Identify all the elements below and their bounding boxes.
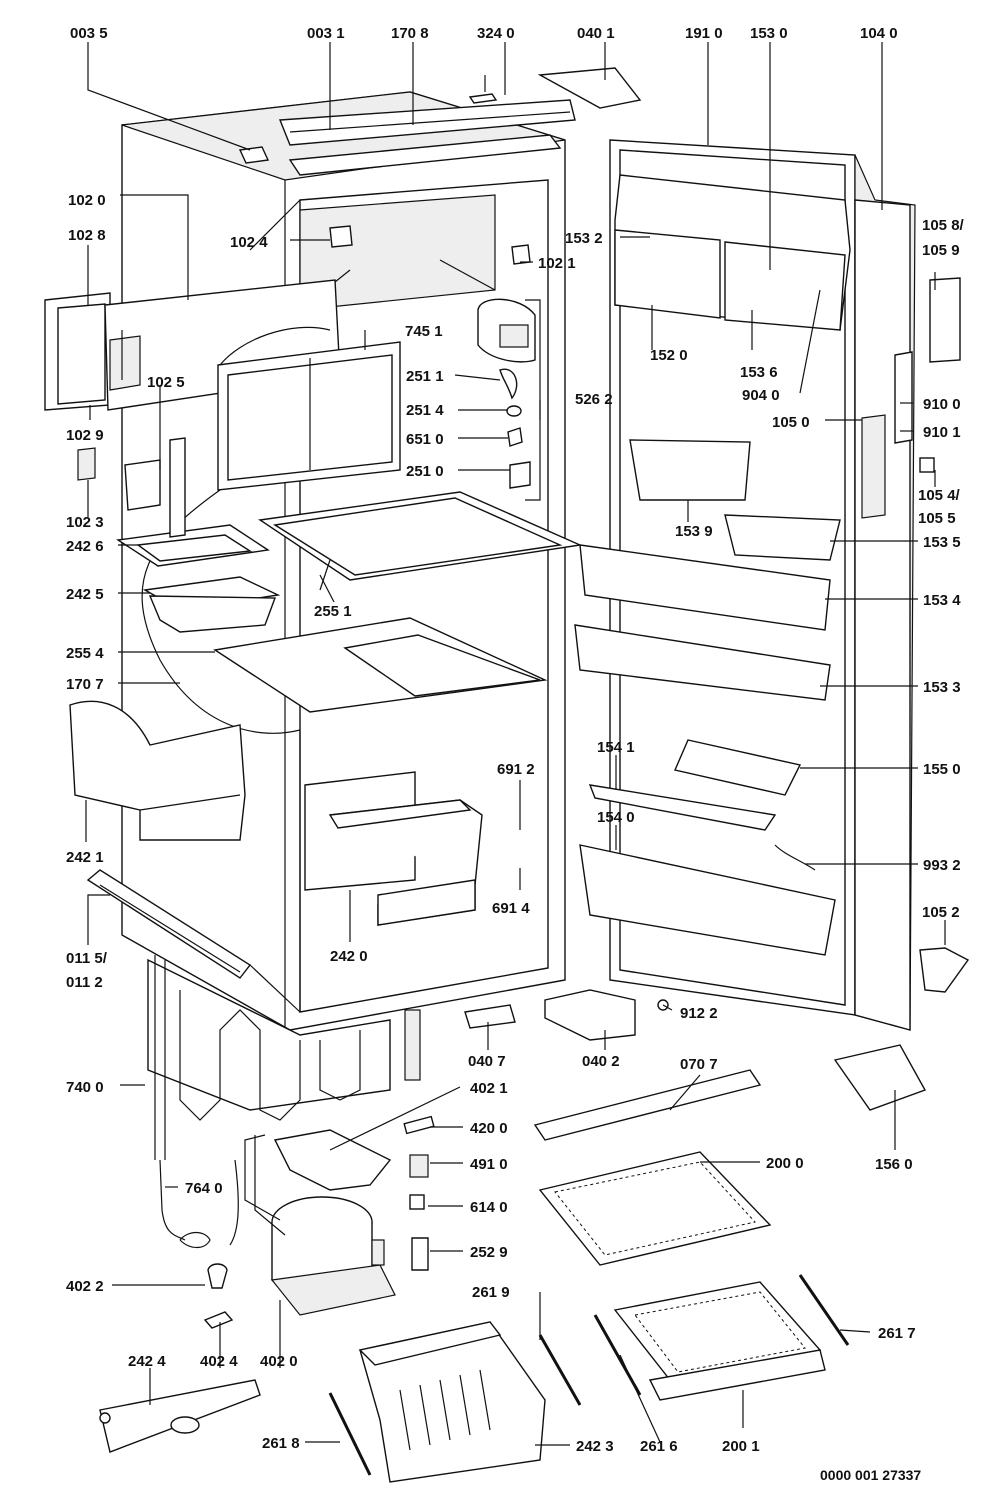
part-label: 105 0	[772, 414, 810, 431]
part-label: 242 0	[330, 948, 368, 965]
part-label: 105 5	[918, 510, 956, 527]
part-label: 251 4	[406, 402, 444, 419]
part-label: 491 0	[470, 1156, 508, 1173]
diagram-reference-number: 0000 001 27337	[820, 1467, 921, 1483]
part-label: 261 8	[262, 1435, 300, 1452]
part-label: 242 1	[66, 849, 104, 866]
compressor-assembly	[159, 1115, 435, 1329]
part-label: 170 7	[66, 676, 104, 693]
part-label: 040 2	[582, 1053, 620, 1070]
part-label: 614 0	[470, 1199, 508, 1216]
part-label: 105 9	[922, 242, 960, 259]
part-label: 102 4	[230, 234, 268, 251]
part-label: 526 2	[575, 391, 613, 408]
part-label: 740 0	[66, 1079, 104, 1096]
part-label: 070 7	[680, 1056, 718, 1073]
part-label: 156 0	[875, 1156, 913, 1173]
part-label: 910 0	[923, 396, 961, 413]
part-label: 251 0	[406, 463, 444, 480]
part-label: 402 0	[260, 1353, 298, 1370]
part-label: 252 9	[470, 1244, 508, 1261]
part-label: 153 2	[565, 230, 603, 247]
door-bins	[464, 67, 927, 1111]
part-label: 153 5	[923, 534, 961, 551]
part-label: 200 1	[722, 1438, 760, 1455]
part-label: 040 7	[468, 1053, 506, 1070]
part-label: 155 0	[923, 761, 961, 778]
part-label: 152 0	[650, 347, 688, 364]
part-labels: 003 5 003 1 170 8 324 0 040 1 191 0 153 …	[66, 25, 965, 1483]
part-label: 261 9	[472, 1284, 510, 1301]
part-label: 242 6	[66, 538, 104, 555]
part-label: 402 1	[470, 1080, 508, 1097]
part-label: 154 1	[597, 739, 635, 756]
part-label: 904 0	[742, 387, 780, 404]
crisper-bins	[69, 700, 483, 926]
part-label: 191 0	[685, 25, 723, 42]
thermostat-components	[329, 225, 541, 501]
part-label: 402 2	[66, 1278, 104, 1295]
bottom-drawers-and-rails	[99, 1069, 850, 1483]
part-label: 910 1	[923, 424, 961, 441]
part-label: 003 1	[307, 25, 345, 42]
part-label: 261 6	[640, 1438, 678, 1455]
part-label: 003 5	[70, 25, 108, 42]
part-label: 102 0	[68, 192, 106, 209]
part-label: 154 0	[597, 809, 635, 826]
cabinet-shelves	[77, 437, 583, 713]
part-label: 102 1	[538, 255, 576, 272]
part-label: 105 2	[922, 904, 960, 921]
part-label: 102 3	[66, 514, 104, 531]
leader-lines	[85, 42, 946, 1446]
freezer-flap-assembly	[44, 279, 401, 734]
part-label: 764 0	[185, 1180, 223, 1197]
part-label: 651 0	[406, 431, 444, 448]
part-label: 040 1	[577, 25, 615, 42]
part-label: 261 7	[878, 1325, 916, 1342]
bottom-rail-and-evaporator	[86, 869, 421, 1160]
part-label: 170 8	[391, 25, 429, 42]
part-label: 745 1	[405, 323, 443, 340]
part-label: 105 8/	[922, 217, 965, 234]
part-label: 993 2	[923, 857, 961, 874]
part-label: 200 0	[766, 1155, 804, 1172]
part-label: 102 5	[147, 374, 185, 391]
part-label: 102 8	[68, 227, 106, 244]
part-label: 011 5/	[66, 950, 108, 967]
part-label: 011 2	[66, 974, 103, 991]
part-label: 912 2	[680, 1005, 718, 1022]
part-label: 251 1	[406, 368, 444, 385]
part-label: 242 3	[576, 1438, 614, 1455]
part-label: 102 9	[66, 427, 104, 444]
part-label: 153 0	[750, 25, 788, 42]
part-label: 255 1	[314, 603, 352, 620]
part-label: 104 0	[860, 25, 898, 42]
part-label: 105 4/	[918, 487, 961, 504]
part-label: 255 4	[66, 645, 104, 662]
part-label: 691 4	[492, 900, 530, 917]
part-label: 153 9	[675, 523, 713, 540]
part-label: 402 4	[200, 1353, 238, 1370]
part-label: 153 3	[923, 679, 961, 696]
part-label: 153 4	[923, 592, 961, 609]
part-label: 242 5	[66, 586, 104, 603]
part-label: 153 6	[740, 364, 778, 381]
part-label: 691 2	[497, 761, 535, 778]
part-label: 420 0	[470, 1120, 508, 1137]
part-label: 242 4	[128, 1353, 166, 1370]
part-label: 324 0	[477, 25, 515, 42]
